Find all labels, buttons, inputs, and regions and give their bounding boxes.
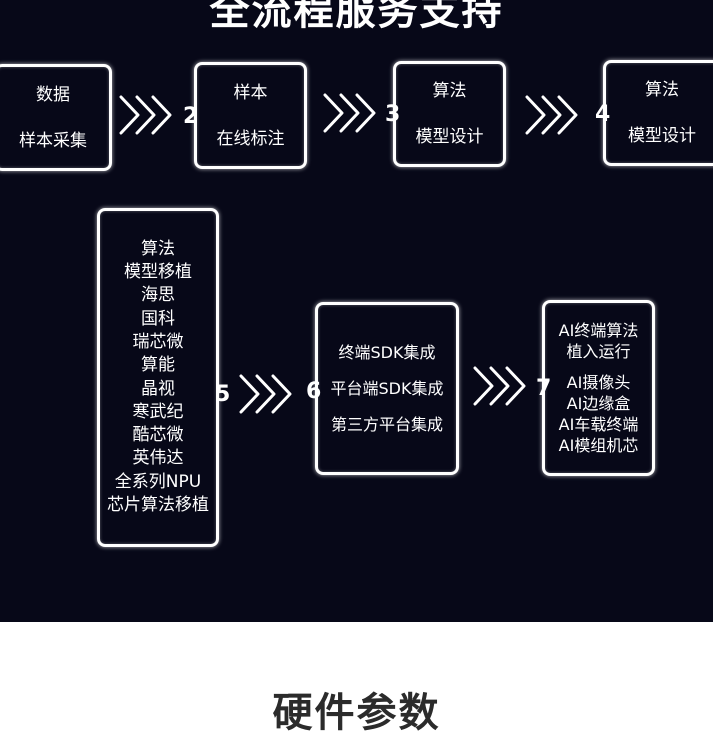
step-4-line-1: 算法	[645, 80, 679, 100]
step-3-line-1: 算法	[432, 81, 467, 101]
chevron-arrows-icon	[239, 374, 292, 414]
step-7-line-4: AI边缘盒	[566, 394, 631, 413]
step-3-number: 3	[385, 102, 401, 127]
step-2-line-2: 在线标注	[216, 128, 285, 149]
step-5-line-2: 模型移植	[124, 262, 192, 283]
step-5-line-5: 瑞芯微	[132, 331, 184, 352]
step-2-line-1: 样本	[233, 82, 268, 103]
step-7-line-6: AI模组机芯	[558, 436, 639, 455]
step-3-line-2: 模型设计	[415, 127, 484, 147]
step-6-box: 终端SDK集成 平台端SDK集成 第三方平台集成	[315, 302, 459, 475]
step-5-box: 算法 模型移植 海思 国科 瑞芯微 算能 晶视 寒武纪 酷芯微 英伟达 全系列N…	[97, 208, 219, 547]
step-6-line-1: 终端SDK集成	[338, 342, 436, 362]
next-section-title: 硬件参数	[272, 690, 441, 736]
step-6-line-3: 第三方平台集成	[330, 414, 443, 434]
step-1-box: 数据 样本采集	[0, 64, 112, 171]
step-7-line-3: AI摄像头	[566, 373, 631, 392]
step-5-line-8: 寒武纪	[132, 401, 184, 422]
step-5-line-9: 酷芯微	[132, 425, 184, 446]
step-4-number: 4	[595, 102, 611, 127]
step-5-line-3: 海思	[141, 285, 175, 306]
step-5-line-12: 芯片算法移植	[107, 494, 209, 515]
step-7-line-2: 植入运行	[566, 342, 631, 361]
chevron-arrows-icon	[119, 95, 172, 135]
step-1-line-2: 样本采集	[19, 130, 87, 151]
step-3-box: 算法 模型设计	[393, 61, 506, 167]
step-5-number: 5	[215, 382, 231, 407]
chevron-arrows-icon	[323, 93, 376, 133]
step-5-line-1: 算法	[141, 238, 175, 259]
step-7-line-1: AI终端算法	[558, 321, 639, 340]
step-7-box: AI终端算法 植入运行 AI摄像头 AI边缘盒 AI车载终端 AI模组机芯	[542, 300, 655, 476]
chevron-arrows-icon	[525, 95, 578, 135]
step-7-line-5: AI车载终端	[558, 415, 639, 434]
step-6-line-2: 平台端SDK集成	[330, 378, 444, 398]
step-1-line-1: 数据	[36, 84, 70, 105]
step-5-line-10: 英伟达	[132, 448, 184, 469]
section-title: 全流程服务支持	[209, 0, 504, 34]
step-4-box: 算法 模型设计	[603, 60, 713, 166]
step-5-line-6: 算能	[141, 355, 175, 376]
step-2-box: 样本 在线标注	[194, 62, 307, 169]
process-panel: 全流程服务支持 数据 样本采集 2 样本 在线标注 3 算法 模型设计 4 算法…	[0, 0, 713, 622]
chevron-arrows-icon	[473, 366, 526, 406]
step-5-line-4: 国科	[141, 308, 175, 329]
step-5-line-7: 晶视	[141, 378, 175, 399]
step-4-line-2: 模型设计	[628, 126, 696, 146]
step-5-line-11: 全系列NPU	[114, 471, 202, 492]
